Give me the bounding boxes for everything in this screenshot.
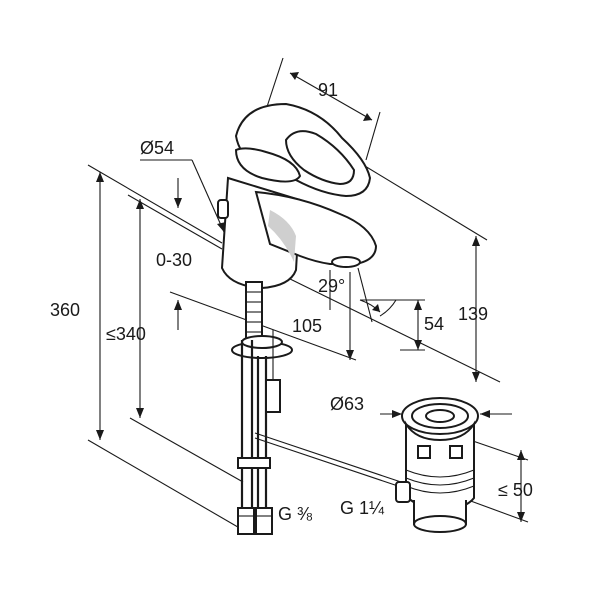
dim-139: 139 bbox=[458, 304, 488, 324]
dim-0-30: 0-30 bbox=[156, 250, 192, 270]
thread-g-3-8: G ⅜ bbox=[278, 504, 313, 524]
dim-340: ≤340 bbox=[106, 324, 146, 344]
drain-overflow-connector bbox=[395, 481, 411, 503]
supply-hoses bbox=[231, 281, 293, 535]
thread-g-1-1-4: G 1¼ bbox=[340, 498, 385, 518]
arrowheads bbox=[96, 72, 525, 522]
dim-diameter-63: Ø63 bbox=[330, 394, 364, 414]
dim-drain-50: ≤ 50 bbox=[498, 480, 533, 500]
dim-360: 360 bbox=[50, 300, 80, 320]
dim-91: 91 bbox=[318, 80, 338, 100]
handle-cap bbox=[234, 147, 302, 183]
hose-fitting-right bbox=[255, 507, 273, 535]
drain-assembly bbox=[395, 397, 479, 533]
popup-rod-knob bbox=[217, 199, 229, 219]
dim-54: 54 bbox=[424, 314, 444, 334]
dim-29-degrees: 29° bbox=[318, 276, 345, 296]
hose-fitting-left bbox=[237, 507, 255, 535]
dim-105: 105 bbox=[292, 316, 322, 336]
handle-opening bbox=[284, 130, 356, 186]
mounting-nut bbox=[241, 335, 283, 349]
drain-body bbox=[405, 420, 475, 512]
dim-diameter-54: Ø54 bbox=[140, 138, 174, 158]
popup-rod-clamp bbox=[265, 379, 281, 413]
aerator bbox=[331, 256, 361, 268]
faucet bbox=[217, 102, 378, 290]
